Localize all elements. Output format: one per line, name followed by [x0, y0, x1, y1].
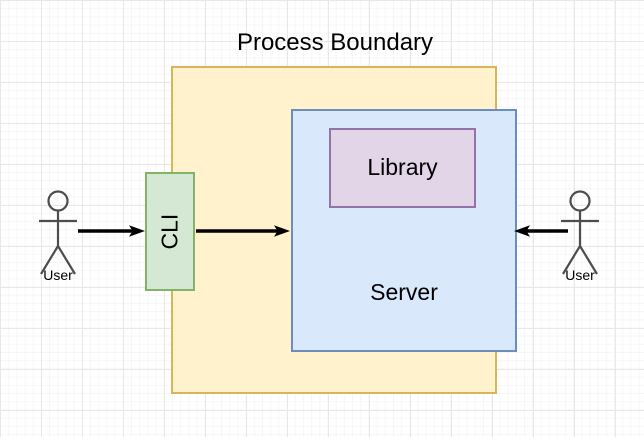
user-actor-left-label: User: [43, 267, 73, 283]
library-node[interactable]: Library: [329, 128, 476, 208]
user-actor-right-icon[interactable]: [557, 190, 603, 278]
user-actor-left-icon[interactable]: [35, 190, 81, 278]
server-label: Server: [370, 279, 438, 305]
cli-node[interactable]: CLI: [145, 172, 195, 291]
diagram-title: Process Boundary: [236, 29, 434, 56]
cli-label: CLI: [156, 213, 183, 250]
arrow-user-to-cli[interactable]: [78, 221, 146, 241]
arrow-user-to-server[interactable]: [514, 221, 568, 241]
server-label-wrapper: Server: [291, 279, 517, 305]
library-label: Library: [367, 154, 438, 181]
user-actor-right-label: User: [565, 267, 595, 283]
arrow-cli-to-server[interactable]: [196, 221, 291, 241]
